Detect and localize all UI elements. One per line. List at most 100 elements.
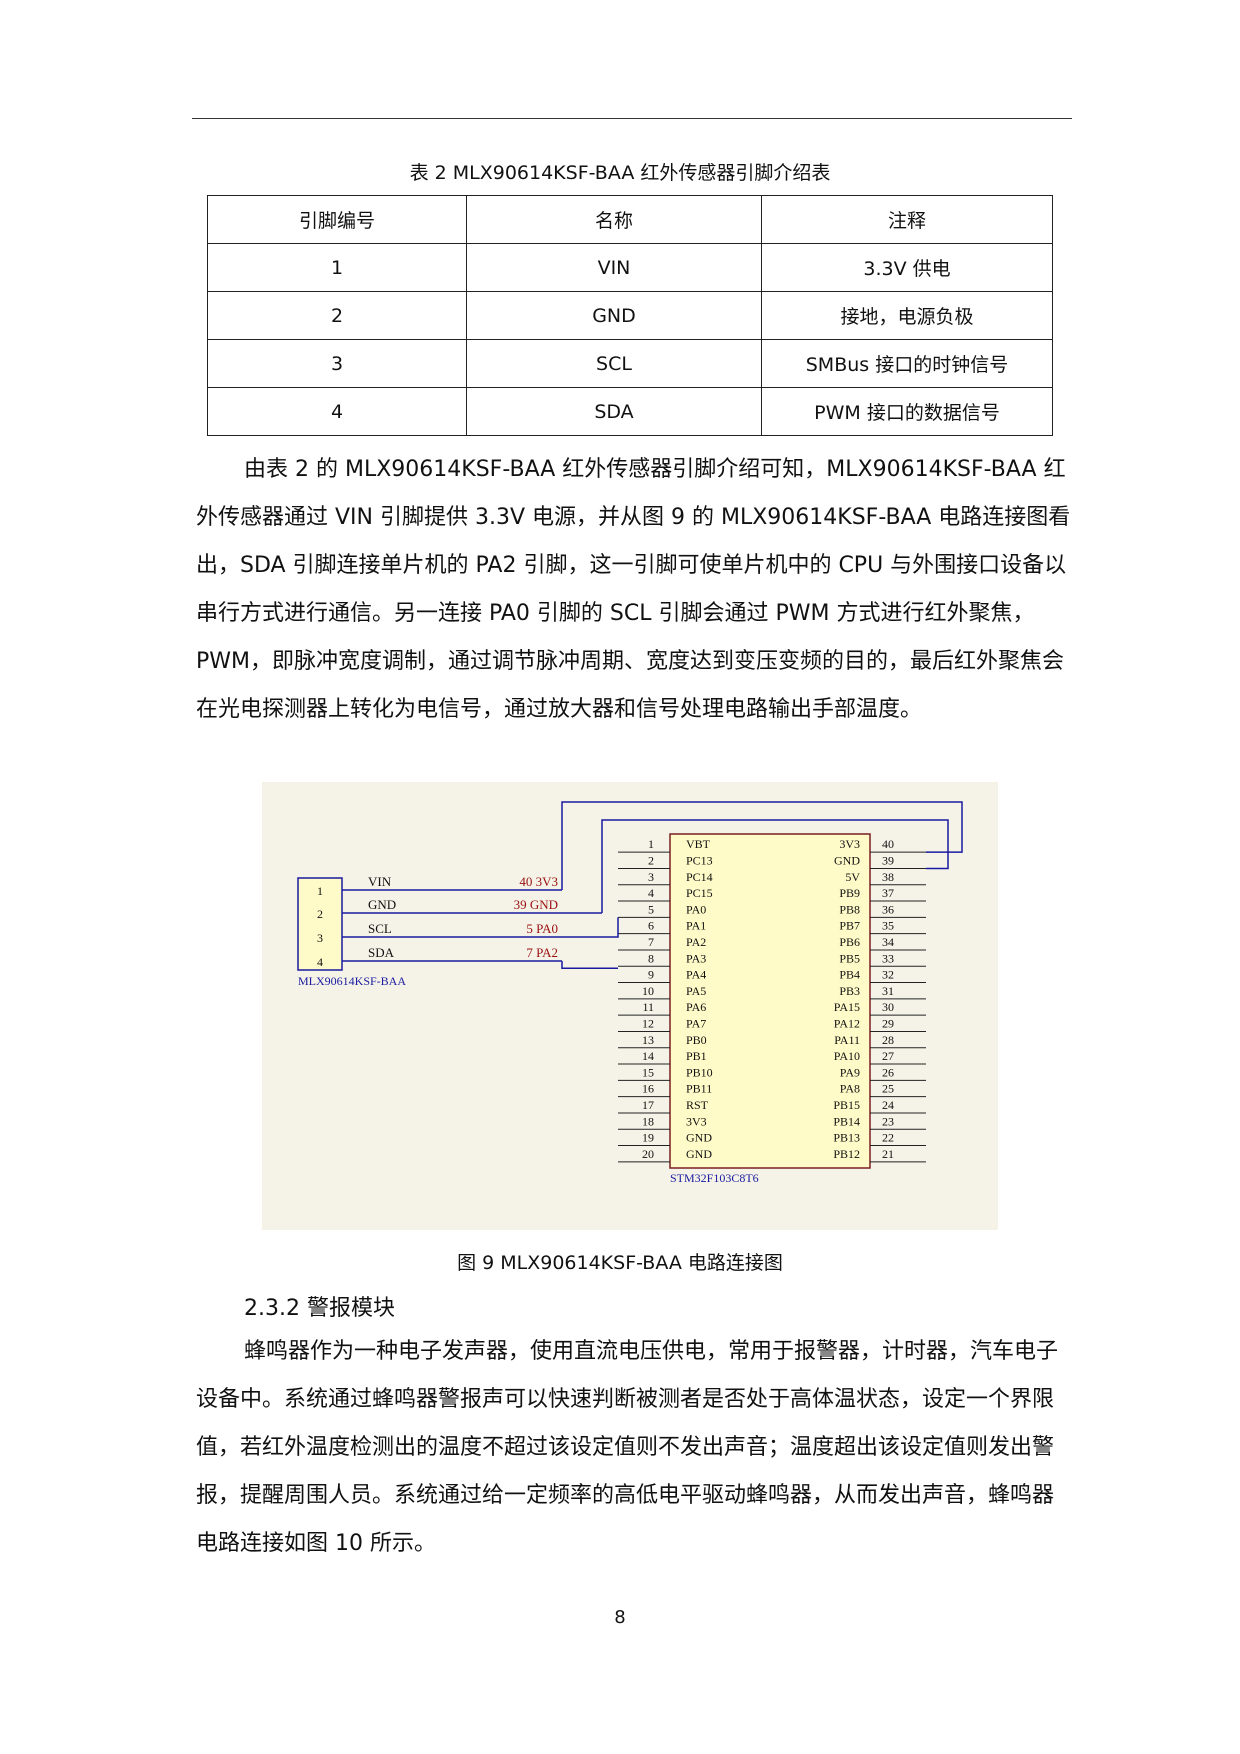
cell-name: VIN — [466, 243, 762, 292]
mcu-right-pin-number: 32 — [882, 968, 894, 982]
mcu-right-pin-number: 26 — [882, 1065, 894, 1079]
header-note: 注释 — [761, 195, 1053, 244]
net-label: 5 PA0 — [526, 921, 558, 936]
mcu-right-pin-number: 24 — [882, 1098, 894, 1112]
mcu-right-pin-label: 3V3 — [839, 837, 860, 851]
mcu-left-pin-label: PA7 — [686, 1016, 706, 1030]
mcu-left-pin-label: PC14 — [686, 870, 713, 884]
mcu-right-pin-label: PB14 — [833, 1114, 860, 1128]
sensor-signal-label: VIN — [368, 874, 392, 889]
mcu-left-pin-label: PA0 — [686, 902, 706, 916]
mcu-right-pin-label: PA15 — [834, 1000, 860, 1014]
mcu-left-pin-label: PB0 — [686, 1033, 707, 1047]
mcu-name: STM32F103C8T6 — [670, 1171, 759, 1185]
mcu-left-pin-number: 13 — [642, 1033, 654, 1047]
table-header-row: 引脚编号 名称 注释 — [207, 195, 1053, 244]
mcu-left-pin-number: 16 — [642, 1082, 654, 1096]
mcu-right-pin-label: 5V — [845, 870, 860, 884]
wire-gnd — [601, 819, 949, 913]
mcu-body — [669, 833, 871, 1169]
net-label: 40 3V3 — [519, 874, 558, 889]
mcu-left-pin-number: 18 — [642, 1114, 654, 1128]
cell-pin: 2 — [207, 291, 467, 340]
mcu-left-pin-label: PA4 — [686, 968, 706, 982]
mcu-left-pin-number: 4 — [648, 886, 654, 900]
mcu-left-pin-label: GND — [686, 1131, 712, 1145]
mcu-right-pin-label: GND — [834, 853, 860, 867]
mcu-right-pin-number: 30 — [882, 1000, 894, 1014]
mcu-right-pin-label: PA12 — [834, 1016, 860, 1030]
mcu-right-pin-label: PB9 — [839, 886, 860, 900]
mcu-left-pin-label: PA3 — [686, 951, 706, 965]
cell-pin: 1 — [207, 243, 467, 292]
mcu-right-pin-number: 27 — [882, 1049, 894, 1063]
mcu-left-pin-number: 11 — [642, 1000, 654, 1014]
table-row: 3 SCL SMBus 接口的时钟信号 — [207, 339, 1053, 388]
mcu-left-pin-label: PB11 — [686, 1082, 712, 1096]
mcu-left-pin-number: 8 — [648, 951, 654, 965]
mcu-left-pin-number: 2 — [648, 853, 654, 867]
mcu-left-pin-number: 7 — [648, 935, 654, 949]
header-pin-number: 引脚编号 — [207, 195, 467, 244]
mcu-right-pin-label: PB13 — [833, 1131, 860, 1145]
mcu-left-pin-number: 5 — [648, 902, 654, 916]
mcu-right-pin-number: 33 — [882, 951, 894, 965]
body-paragraph-2: 蜂鸣器作为一种电子发声器，使用直流电压供电，常用于报警器，计时器，汽车电子设备中… — [196, 1328, 1074, 1568]
cell-name: SDA — [466, 387, 762, 436]
cell-pin: 3 — [207, 339, 467, 388]
mcu-right-pin-number: 37 — [882, 886, 894, 900]
paragraph-1-text: 由表 2 的 MLX90614KSF-BAA 红外传感器引脚介绍可知，MLX90… — [196, 457, 1071, 722]
mcu-right-pin-number: 38 — [882, 870, 894, 884]
mcu-left-pin-number: 3 — [648, 870, 654, 884]
mcu-right-pin-label: PB12 — [833, 1147, 860, 1161]
mcu-right-pin-label: PB6 — [839, 935, 860, 949]
net-label: 39 GND — [514, 897, 558, 912]
mcu-right-pin-label: PB7 — [839, 919, 860, 933]
mcu-right-pin-number: 29 — [882, 1016, 894, 1030]
mcu-right-pin-number: 22 — [882, 1131, 894, 1145]
mcu-left-pin-label: PA1 — [686, 919, 706, 933]
wire-vin — [561, 801, 963, 890]
sensor-signal-label: SDA — [368, 945, 395, 960]
mcu-left-pin-number: 17 — [642, 1098, 654, 1112]
mcu-left-pin-number: 10 — [642, 984, 654, 998]
mcu-right-pin-number: 34 — [882, 935, 894, 949]
mcu-right-pin-label: PB4 — [839, 968, 860, 982]
mcu-left-pin-label: PB1 — [686, 1049, 707, 1063]
mcu-left-pin-label: PA5 — [686, 984, 706, 998]
mcu-left-pin-label: GND — [686, 1147, 712, 1161]
net-label: 7 PA2 — [526, 945, 558, 960]
mcu-left-pin-number: 14 — [642, 1049, 654, 1063]
mcu-right-pin-label: PA9 — [840, 1065, 860, 1079]
section-heading: 2.3.2 警报模块 — [244, 1296, 395, 1321]
sensor-pin-number: 4 — [317, 955, 323, 969]
mcu-left-pin-number: 1 — [648, 837, 654, 851]
mcu-right-pin-number: 28 — [882, 1033, 894, 1047]
table-row: 4 SDA PWM 接口的数据信号 — [207, 387, 1053, 436]
mcu-left-pin-number: 9 — [648, 968, 654, 982]
figure-caption: 图 9 MLX90614KSF-BAA 电路连接图 — [457, 1252, 783, 1274]
header-name: 名称 — [466, 195, 762, 244]
cell-pin: 4 — [207, 387, 467, 436]
mcu-left-pin-label: PB10 — [686, 1065, 713, 1079]
cell-name: GND — [466, 291, 762, 340]
body-paragraph-1: 由表 2 的 MLX90614KSF-BAA 红外传感器引脚介绍可知，MLX90… — [196, 446, 1074, 734]
sensor-name: MLX90614KSF-BAA — [298, 974, 406, 988]
mcu-left-pin-number: 19 — [642, 1131, 654, 1145]
mcu-left-pin-label: PA2 — [686, 935, 706, 949]
mcu-right-pin-number: 31 — [882, 984, 894, 998]
mcu-left-pin-label: PA6 — [686, 1000, 706, 1014]
cell-note: 3.3V 供电 — [761, 243, 1053, 292]
mcu-left-pin-label: VBT — [686, 837, 711, 851]
mcu-right-pin-label: PB15 — [833, 1098, 860, 1112]
mcu-right-pin-number: 21 — [882, 1147, 894, 1161]
sensor-pin-number: 1 — [317, 884, 323, 898]
mcu-left-pin-label: PC13 — [686, 853, 713, 867]
sensor-body — [297, 877, 343, 971]
mcu-left-pin-number: 12 — [642, 1016, 654, 1030]
pin-table: 引脚编号 名称 注释 1 VIN 3.3V 供电 2 GND 接地，电源负极 3… — [207, 195, 1053, 436]
mcu-right-pin-number: 23 — [882, 1114, 894, 1128]
mcu-left-pin-number: 20 — [642, 1147, 654, 1161]
header-rule — [192, 118, 1072, 119]
cell-note: PWM 接口的数据信号 — [761, 387, 1053, 436]
